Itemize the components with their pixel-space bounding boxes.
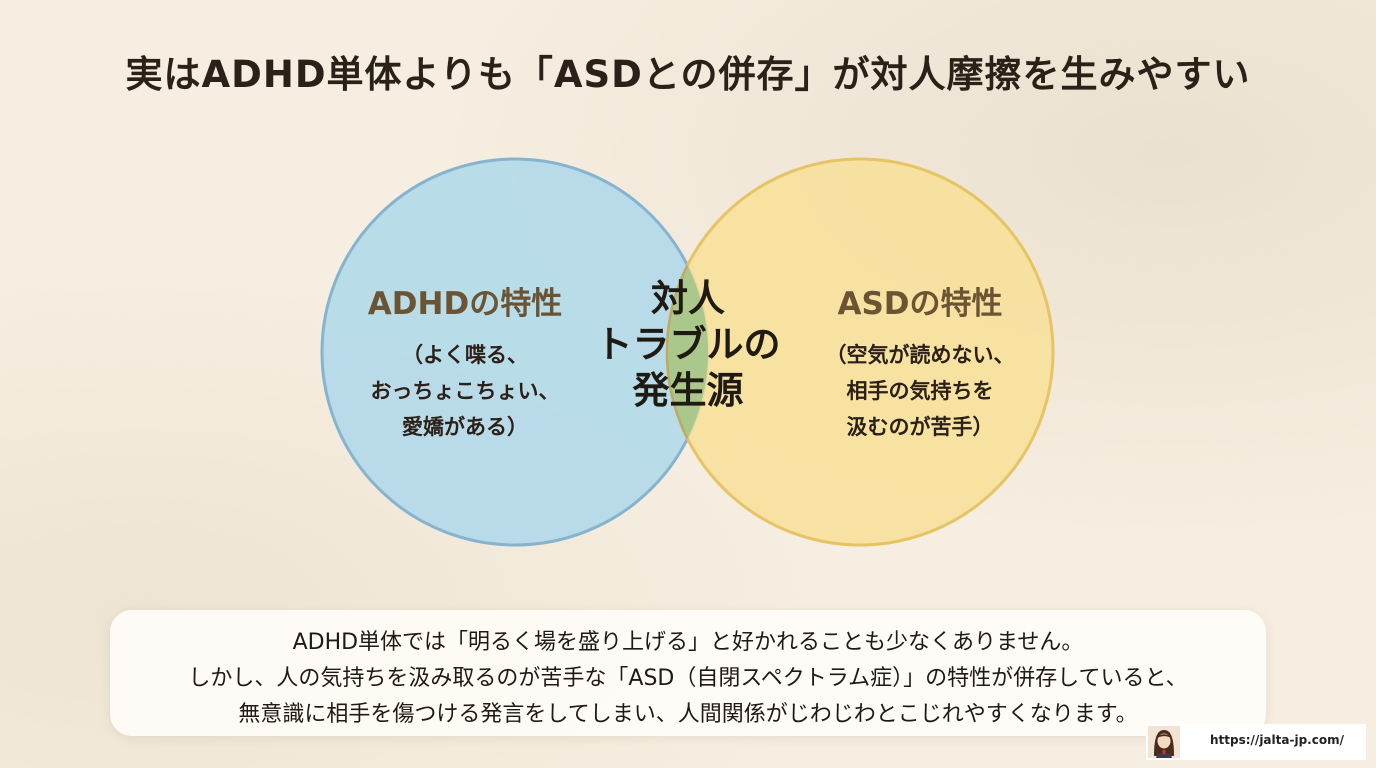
adhd-line: 愛嬌がある） bbox=[402, 415, 528, 439]
explanation-line: しかし、人の気持ちを汲み取るのが苦手な「ASD（自閉スペクトラム症）」の特性が併… bbox=[188, 666, 1188, 691]
credit-badge: https://jalta-jp.com/ bbox=[1146, 724, 1366, 760]
asd-line: 相手の気持ちを bbox=[846, 379, 994, 403]
avatar-icon bbox=[1148, 726, 1180, 758]
credit-url: https://jalta-jp.com/ bbox=[1210, 733, 1344, 747]
explanation-line: 無意識に相手を傷つける発言をしてしまい、人間関係がじわじわとこじれやすくなります… bbox=[238, 702, 1138, 727]
asd-line: （空気が読めない、 bbox=[825, 343, 1015, 367]
page-title: 実はADHD単体よりも「ASDとの併存」が対人摩擦を生みやすい bbox=[125, 53, 1251, 96]
asd-line: 汲むのが苦手） bbox=[846, 415, 994, 439]
explanation-box: ADHD単体では「明るく場を盛り上げる」と好かれることも少なくありません。 しか… bbox=[110, 610, 1266, 736]
asd-heading: ASDの特性 bbox=[837, 286, 1003, 322]
overlap-line: 対人 bbox=[651, 277, 725, 320]
adhd-line: おっちょこちょい、 bbox=[370, 379, 560, 403]
explanation-line: ADHD単体では「明るく場を盛り上げる」と好かれることも少なくありません。 bbox=[292, 630, 1084, 655]
overlap-label: 対人 トラブルの 発生源 bbox=[585, 276, 791, 414]
asd-description: （空気が読めない、 相手の気持ちを 汲むのが苦手） bbox=[780, 337, 1060, 445]
overlap-line: トラブルの bbox=[595, 323, 781, 366]
overlap-right-edge bbox=[665, 159, 708, 545]
overlap-line: 発生源 bbox=[632, 369, 744, 412]
adhd-line: （よく喋る、 bbox=[402, 343, 528, 367]
adhd-heading: ADHDの特性 bbox=[367, 286, 563, 322]
adhd-description: （よく喋る、 おっちょこちょい、 愛嬌がある） bbox=[325, 337, 605, 445]
